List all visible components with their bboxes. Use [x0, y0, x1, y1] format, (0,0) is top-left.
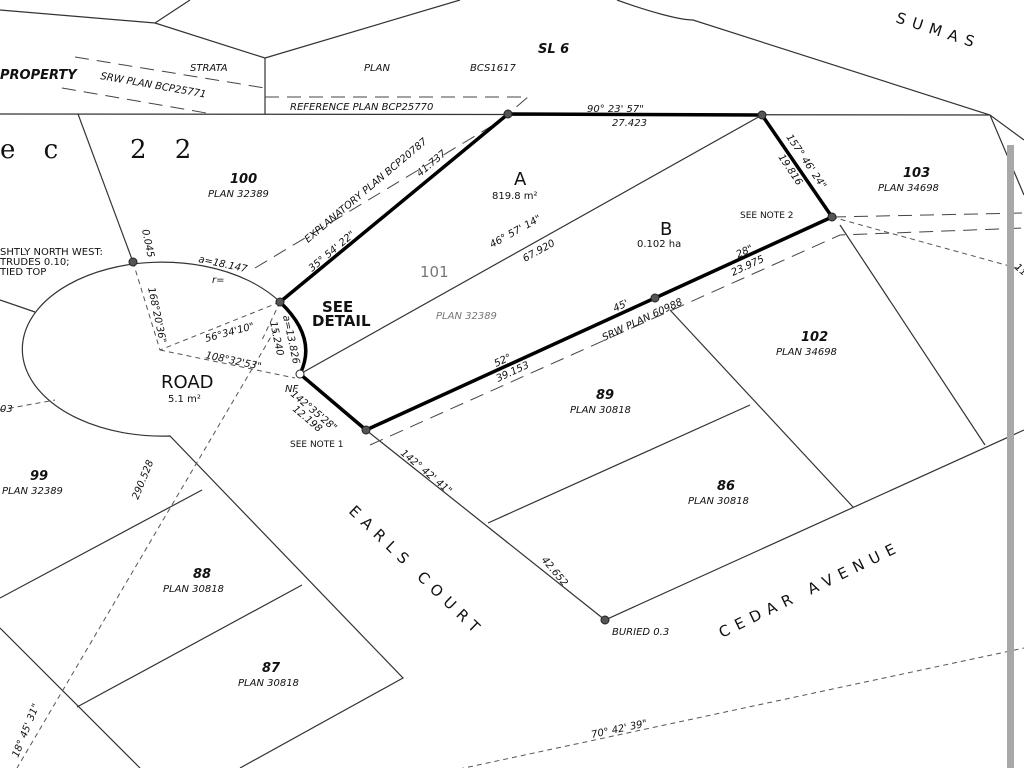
lot-plan: PLAN 30818 — [570, 405, 631, 416]
lot-number: 86 — [717, 479, 735, 494]
lot-labels: 100 PLAN 32389 103 PLAN 34698 102 PLAN 3… — [2, 166, 939, 689]
lot-number: 101 — [420, 263, 449, 281]
nf-label: NF — [285, 384, 298, 395]
lot-number: 100 — [230, 172, 257, 187]
svg-text:108°32'53": 108°32'53" — [204, 350, 262, 373]
see-note-1: SEE NOTE 1 — [290, 440, 344, 450]
lot-number: 103 — [903, 166, 930, 181]
lot-number: 102 — [801, 330, 828, 345]
svg-text:a=18.147: a=18.147 — [197, 254, 248, 275]
lot-number: 88 — [193, 567, 211, 582]
note-left-3: TIED TOP — [0, 267, 46, 278]
lot-plan: PLAN 32389 — [208, 189, 269, 200]
parcel-boundary — [278, 112, 834, 432]
svg-text:03: 03 — [0, 404, 13, 415]
svg-text:11: 11 — [1012, 262, 1024, 279]
survey-monuments — [128, 109, 837, 625]
sumas-label: SUMAS — [894, 9, 983, 53]
road-area: 5.1 m² — [168, 394, 201, 405]
see-detail-label-2: DETAIL — [312, 312, 371, 330]
lot-number: 89 — [596, 388, 614, 403]
see-note-2: SEE NOTE 2 — [740, 211, 794, 221]
strata-label: STRATA — [190, 63, 228, 74]
lot-number: 99 — [30, 469, 48, 484]
lot-plan: PLAN 30818 — [238, 678, 299, 689]
property-label: PROPERTY — [0, 68, 78, 83]
sec-label: e c — [0, 135, 68, 165]
svg-text:42.652: 42.652 — [539, 555, 570, 589]
svg-text:27.423: 27.423 — [612, 118, 647, 129]
lot-plan: PLAN 30818 — [688, 496, 749, 507]
svg-text:18° 45' 31": 18° 45' 31" — [11, 702, 43, 759]
svg-text:142° 42' 41": 142° 42' 41" — [398, 448, 454, 497]
svg-text:168°20'36": 168°20'36" — [145, 286, 168, 344]
bcs-label: BCS1617 — [470, 63, 516, 74]
lot-plan: PLAN 32389 — [2, 486, 63, 497]
note-left-2: TRUDES 0.10; — [0, 257, 70, 268]
vertical-scrollbar[interactable] — [1007, 145, 1014, 768]
svg-text:23.975: 23.975 — [730, 254, 766, 279]
buried-label: BURIED 0.3 — [612, 627, 669, 638]
svg-text:56°34'10": 56°34'10" — [204, 321, 256, 345]
see-detail-label: SEE — [322, 298, 353, 316]
lot-plan: PLAN 30818 — [163, 584, 224, 595]
dimension-labels: 90° 23' 57" 27.423 35° 54' 22" 41.737 EX… — [0, 104, 1024, 759]
lot-plan: PLAN 34698 — [776, 347, 837, 358]
sec-number: 2 2 — [130, 135, 201, 165]
parcel-b-label: B — [660, 219, 672, 240]
sl6-label: SL 6 — [538, 42, 569, 57]
reference-plan-label: REFERENCE PLAN BCP25770 — [290, 102, 433, 113]
svg-text:0.045: 0.045 — [139, 228, 156, 258]
svg-text:46° 57' 14": 46° 57' 14" — [488, 213, 543, 250]
parcel-b-area: 0.102 ha — [637, 239, 681, 250]
road-label: ROAD — [161, 372, 214, 393]
lot-plan: PLAN 32389 — [436, 311, 497, 322]
note-left-1: SHTLY NORTH WEST: — [0, 247, 103, 258]
parcel-a-area: 819.8 m² — [492, 191, 538, 202]
svg-text:90° 23' 57": 90° 23' 57" — [587, 104, 644, 115]
svg-text:70° 42' 39": 70° 42' 39" — [590, 718, 648, 741]
easement-lines — [0, 56, 1024, 768]
svg-text:67.920: 67.920 — [521, 238, 557, 265]
lot-number: 87 — [262, 661, 281, 676]
lot-plan: PLAN 34698 — [878, 183, 939, 194]
earls-court-label: EARLS COURT — [345, 502, 488, 641]
parcel-a-label: A — [514, 169, 527, 190]
plan-label: PLAN — [364, 63, 390, 74]
cedar-avenue-label: CEDAR AVENUE — [716, 537, 905, 641]
svg-text:r=: r= — [212, 275, 225, 286]
svg-text:290.528: 290.528 — [131, 459, 157, 501]
